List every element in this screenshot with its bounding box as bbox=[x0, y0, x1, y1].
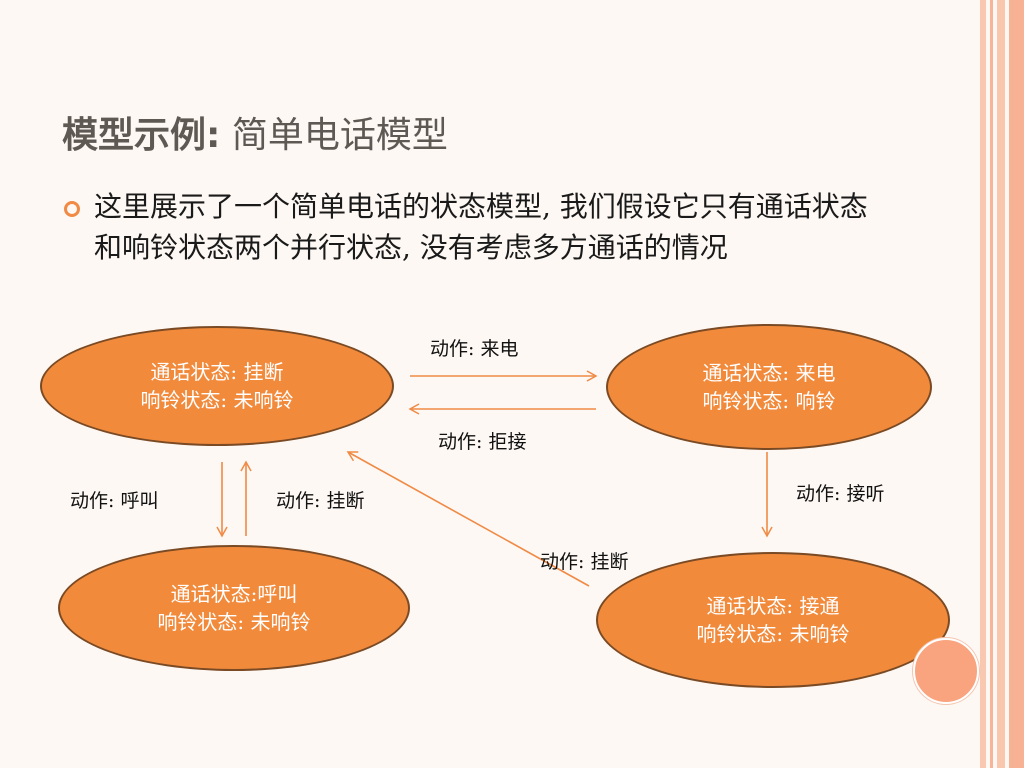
edge-label-hangup-diag: 动作: 挂断 bbox=[540, 551, 629, 573]
edge-label-reject: 动作: 拒接 bbox=[438, 431, 527, 453]
state-node-calling: 通话状态:呼叫 响铃状态: 未响铃 bbox=[58, 545, 410, 671]
state-node-incoming: 通话状态: 来电 响铃状态: 响铃 bbox=[606, 324, 932, 450]
node-line-call: 通话状态: 接通 bbox=[706, 594, 840, 618]
node-line-ring: 响铃状态: 未响铃 bbox=[696, 622, 850, 646]
decor-stripe bbox=[1009, 0, 1024, 768]
state-node-connected: 通话状态: 接通 响铃状态: 未响铃 bbox=[596, 552, 950, 688]
edge-label-call: 动作: 呼叫 bbox=[70, 490, 159, 512]
node-line-call: 通话状态: 挂断 bbox=[150, 360, 284, 384]
decor-circle bbox=[913, 638, 979, 704]
title-bold: 模型示例: bbox=[62, 115, 221, 156]
decor-stripe bbox=[980, 0, 986, 768]
bullet-icon bbox=[64, 201, 80, 217]
node-line-ring: 响铃状态: 未响铃 bbox=[140, 388, 294, 412]
edge-arrow-hangup-diag bbox=[346, 451, 590, 587]
node-line-call: 通话状态:呼叫 bbox=[170, 582, 298, 606]
node-line-ring: 响铃状态: 响铃 bbox=[702, 389, 836, 413]
state-node-hangup: 通话状态: 挂断 响铃状态: 未响铃 bbox=[40, 326, 394, 446]
edge-label-answer: 动作: 接听 bbox=[796, 483, 885, 505]
node-line-call: 通话状态: 来电 bbox=[702, 361, 836, 385]
slide-title: 模型示例: 简单电话模型 bbox=[62, 106, 448, 158]
decor-stripe bbox=[997, 0, 1005, 768]
node-line-ring: 响铃状态: 未响铃 bbox=[157, 610, 311, 634]
decor-stripe bbox=[990, 0, 993, 768]
edge-label-incoming: 动作: 来电 bbox=[430, 338, 519, 360]
bullet-text: 这里展示了一个简单电话的状态模型, 我们假设它只有通话状态和响铃状态两个并行状态… bbox=[94, 190, 868, 264]
title-rest: 简单电话模型 bbox=[220, 115, 448, 156]
edge-label-hangup-left: 动作: 挂断 bbox=[276, 490, 365, 512]
